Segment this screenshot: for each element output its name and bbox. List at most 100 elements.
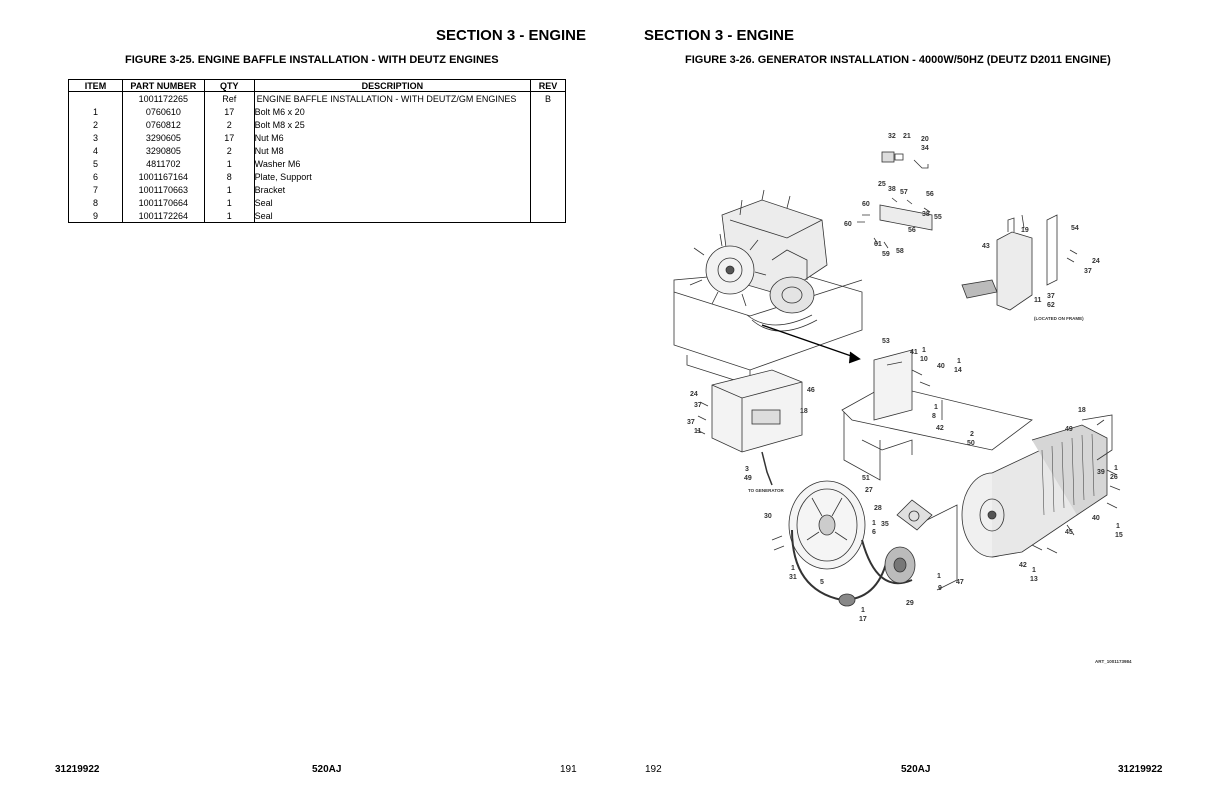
section-title: SECTION 3 - ENGINE (436, 27, 587, 44)
art-id-label: ART_1001173984 (1095, 659, 1132, 664)
description-cell: Bolt M8 x 25 (253, 118, 532, 131)
part-number-cell: 0760610 (121, 105, 205, 118)
description-cell: Seal (253, 196, 532, 209)
svg-text:1: 1 (872, 520, 876, 527)
table-row: 1001172265 Ref ENGINE BAFFLE INSTALLATIO… (68, 91, 566, 105)
control-box (961, 214, 1078, 311)
footer-page-number: 191 (560, 764, 577, 775)
qty-cell: 2 (203, 118, 255, 131)
part-number-cell: 1001170663 (121, 183, 205, 196)
svg-text:30: 30 (764, 513, 772, 520)
svg-text:1: 1 (1114, 465, 1118, 472)
table-header-row: ITEM PART NUMBER QTY DESCRIPTION REV (68, 79, 566, 92)
svg-text:40: 40 (937, 363, 945, 370)
item-cell: 9 (68, 209, 123, 223)
svg-text:41: 41 (910, 349, 918, 356)
svg-text:60: 60 (862, 201, 870, 208)
svg-text:10: 10 (920, 356, 928, 363)
footer-page-number: 192 (645, 764, 662, 775)
generator-illustration (961, 414, 1121, 558)
svg-text:54: 54 (1071, 225, 1079, 232)
section-title: SECTION 3 - ENGINE (644, 27, 795, 44)
part-number-cell: 0760812 (121, 118, 205, 131)
mounting-hardware-parts (857, 151, 933, 249)
engine-illustration (673, 189, 863, 386)
svg-text:1: 1 (1032, 567, 1036, 574)
footer-doc-number: 31219922 (1118, 764, 1163, 775)
svg-text:1: 1 (937, 573, 941, 580)
column-header: PART NUMBER (121, 79, 205, 92)
svg-text:25: 25 (878, 181, 886, 188)
rev-cell (530, 209, 566, 223)
rev-cell (530, 105, 566, 118)
column-header: REV (530, 79, 566, 92)
figure-title: FIGURE 3-26. GENERATOR INSTALLATION - 40… (685, 54, 1111, 66)
part-number-cell: 3290605 (121, 131, 205, 144)
description-cell: ENGINE BAFFLE INSTALLATION - WITH DEUTZ/… (253, 91, 532, 105)
svg-text:53: 53 (882, 338, 890, 345)
svg-text:1: 1 (934, 404, 938, 411)
svg-text:37: 37 (1084, 268, 1092, 275)
item-cell: 8 (68, 196, 123, 209)
svg-text:49: 49 (744, 475, 752, 482)
rev-cell (530, 196, 566, 209)
part-number-cell: 1001172265 (121, 91, 205, 105)
qty-cell: 17 (203, 131, 255, 144)
item-cell (68, 91, 123, 105)
svg-text:27: 27 (865, 487, 873, 494)
footer-model: 520AJ (901, 764, 931, 775)
part-number-cell: 1001172264 (121, 209, 205, 223)
description-cell: Seal (253, 209, 532, 223)
left-page: SECTION 3 - ENGINE FIGURE 3-25. ENGINE B… (55, 27, 587, 775)
svg-text:56: 56 (908, 227, 916, 234)
svg-text:32: 32 (888, 133, 896, 140)
part-number-cell: 1001167164 (121, 170, 205, 183)
part-number-cell: 3290805 (121, 144, 205, 157)
table-row: 2 0760812 2 Bolt M8 x 25 (68, 118, 566, 131)
svg-text:42: 42 (1019, 562, 1027, 569)
to-generator-label: TO GENERATOR (748, 488, 785, 493)
svg-text:6: 6 (872, 529, 876, 536)
description-cell: Washer M6 (253, 157, 532, 170)
item-cell: 5 (68, 157, 123, 170)
description-cell: Nut M8 (253, 144, 532, 157)
item-cell: 2 (68, 118, 123, 131)
svg-text:21: 21 (903, 133, 911, 140)
svg-text:60: 60 (844, 221, 852, 228)
svg-text:45: 45 (1065, 529, 1073, 536)
table-row: 8 1001170664 1 Seal (68, 196, 566, 209)
svg-text:50: 50 (967, 440, 975, 447)
description-cell: Bolt M6 x 20 (253, 105, 532, 118)
item-cell: 3 (68, 131, 123, 144)
svg-text:9: 9 (938, 585, 942, 592)
rev-cell (530, 144, 566, 157)
svg-text:62: 62 (1047, 302, 1055, 309)
svg-text:14: 14 (954, 367, 962, 374)
qty-cell: 1 (203, 183, 255, 196)
rev-cell (530, 170, 566, 183)
column-header: DESCRIPTION (253, 79, 532, 92)
qty-cell: 17 (203, 105, 255, 118)
description-cell: Plate, Support (253, 170, 532, 183)
svg-text:43: 43 (982, 243, 990, 250)
qty-cell: Ref (203, 91, 255, 105)
column-header: QTY (203, 79, 255, 92)
svg-text:3: 3 (745, 466, 749, 473)
svg-text:58: 58 (896, 248, 904, 255)
svg-text:18: 18 (800, 408, 808, 415)
svg-text:24: 24 (1092, 258, 1100, 265)
rev-cell (530, 183, 566, 196)
qty-cell: 1 (203, 196, 255, 209)
svg-text:1: 1 (957, 358, 961, 365)
svg-text:49: 49 (1065, 426, 1073, 433)
svg-text:26: 26 (1110, 474, 1118, 481)
svg-text:37: 37 (687, 419, 695, 426)
svg-text:47: 47 (956, 579, 964, 586)
svg-text:59: 59 (882, 251, 890, 258)
svg-text:38: 38 (922, 211, 930, 218)
svg-text:2: 2 (970, 431, 974, 438)
svg-text:61: 61 (874, 241, 882, 248)
svg-text:15: 15 (1115, 532, 1123, 539)
table-row: 1 0760610 17 Bolt M6 x 20 (68, 105, 566, 118)
